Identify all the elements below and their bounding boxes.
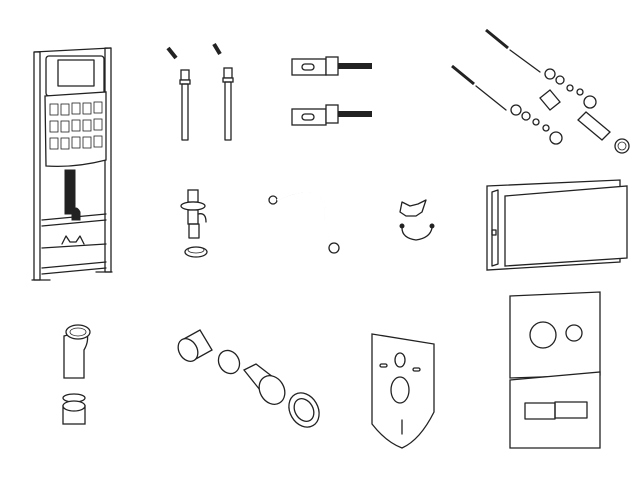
connection-pipe-set-icon [177,329,320,428]
flex-hose-icon [268,190,340,254]
protective-cover-icon [486,179,628,271]
drain-elbow-icon [62,324,91,425]
sound-insulation-mat-icon [371,333,435,449]
wall-brackets-icon [291,56,372,126]
anchor-bolts-icon [166,42,234,141]
installation-frame-icon [31,47,113,281]
flush-plates-icon [509,291,601,449]
threaded-rods-icon [451,28,630,154]
pipe-clip-icon [399,199,435,241]
angle-valve-icon [180,189,208,258]
